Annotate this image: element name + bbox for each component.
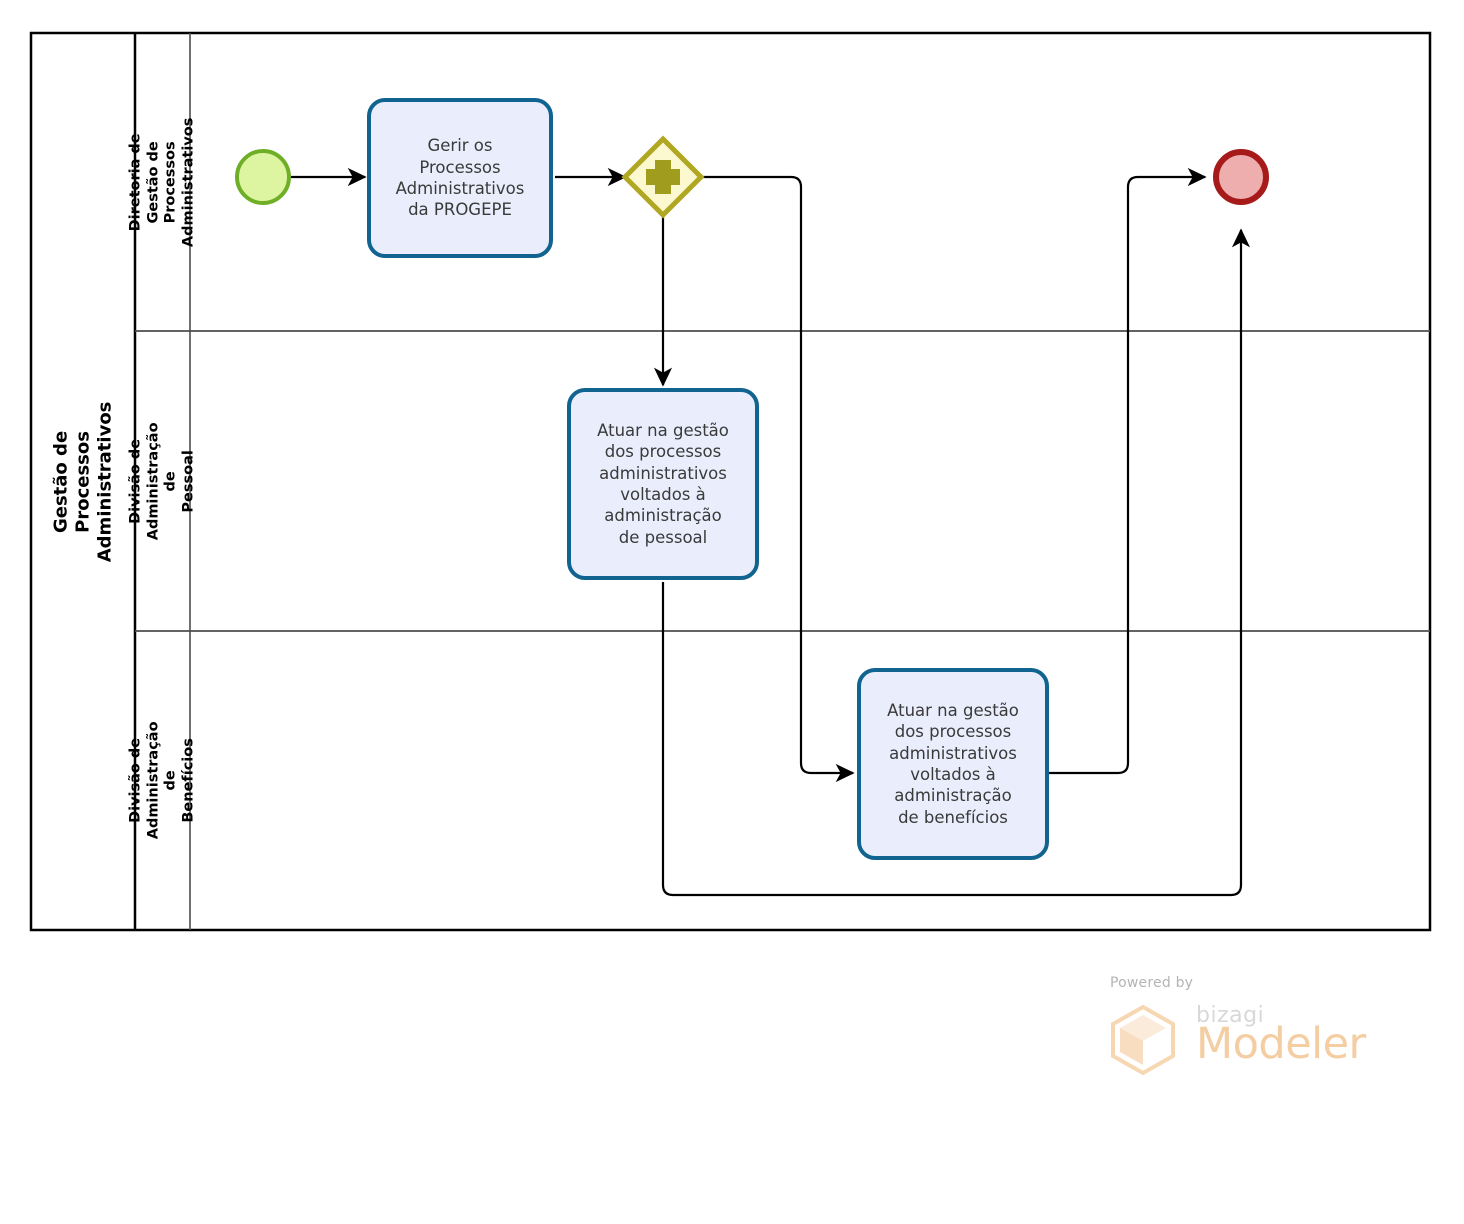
flow-gateway-to-beneficios[interactable] [701,175,855,783]
end-event[interactable] [1213,149,1269,205]
start-event-circle[interactable] [235,149,291,205]
end-event-circle[interactable] [1213,149,1269,205]
task-gerir-processos-box[interactable] [367,98,553,258]
parallel-gateway-plus-icon [646,160,680,194]
task-atuar-pessoal-box[interactable] [567,388,759,580]
start-event[interactable] [235,149,291,205]
flow-pessoal-to-end[interactable] [661,228,1251,897]
task-atuar-pessoal[interactable] [567,388,759,580]
task-gerir-processos[interactable] [367,98,553,258]
task-atuar-beneficios-box[interactable] [857,668,1049,860]
flow-beneficios-to-end[interactable] [1045,167,1207,775]
task-atuar-beneficios[interactable] [857,668,1049,860]
parallel-gateway[interactable] [621,135,705,219]
sequence-flows [291,167,1251,897]
